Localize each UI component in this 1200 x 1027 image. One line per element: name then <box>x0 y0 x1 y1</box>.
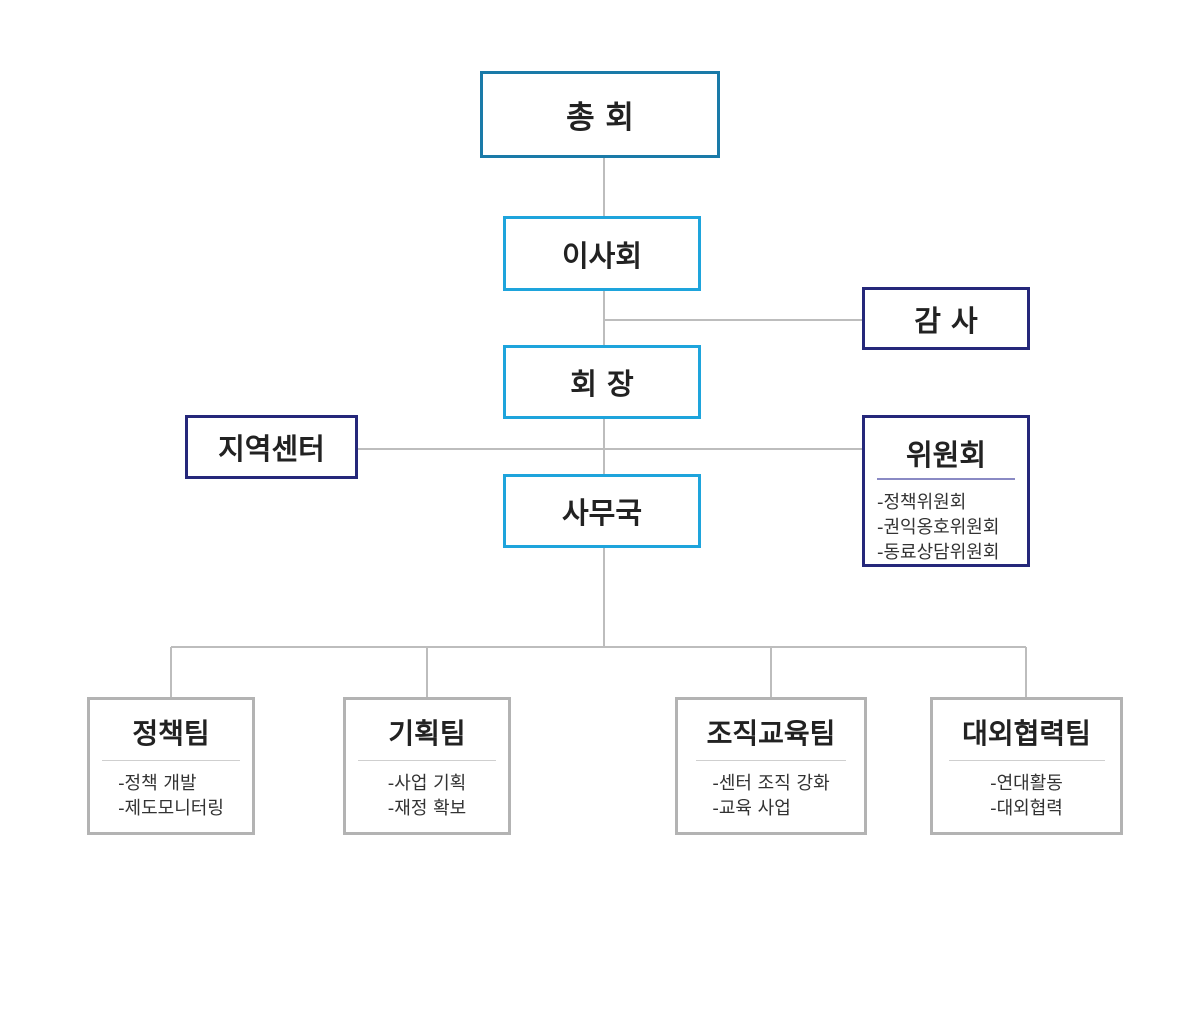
team-items: -사업 기획 -재정 확보 <box>388 761 466 821</box>
general-assembly-label: 총 회 <box>566 100 634 136</box>
regional-center-label: 지역센터 <box>218 432 325 466</box>
team-box-organization: 조직교육팀 -센터 조직 강화 -교육 사업 <box>675 697 867 835</box>
team-item: -제도모니터링 <box>118 798 224 819</box>
team-items: -연대활동 -대외협력 <box>990 761 1063 821</box>
board-label: 이사회 <box>561 238 643 273</box>
team-title: 대외협력팀 <box>948 700 1105 761</box>
committee-items: -정책위원회 -권익옹호위원회 -동료상담위원회 <box>865 480 1027 565</box>
team-item: -재정 확보 <box>387 798 467 819</box>
team-title: 기획팀 <box>358 700 496 761</box>
board-box: 이사회 <box>503 216 701 291</box>
committee-item: -동료상담위원회 <box>877 542 1000 563</box>
team-item: -대외협력 <box>990 798 1063 819</box>
team-item: -연대활동 <box>990 773 1063 794</box>
secretariat-label: 사무국 <box>561 496 643 530</box>
president-box: 회 장 <box>503 345 701 419</box>
team-item: -사업 기획 <box>387 773 467 794</box>
team-item: -정책 개발 <box>118 773 197 794</box>
auditor-label: 감 사 <box>914 303 978 338</box>
general-assembly-box: 총 회 <box>480 71 720 158</box>
regional-center-box: 지역센터 <box>185 415 358 479</box>
team-items: -정책 개발 -제도모니터링 <box>118 761 224 821</box>
team-title: 조직교육팀 <box>696 700 846 761</box>
committee-item: -정책위원회 <box>877 492 967 513</box>
team-title: 정책팀 <box>102 700 240 761</box>
team-box-external: 대외협력팀 -연대활동 -대외협력 <box>930 697 1123 835</box>
team-box-policy: 정책팀 -정책 개발 -제도모니터링 <box>87 697 255 835</box>
president-label: 회 장 <box>570 367 634 401</box>
team-item: -센터 조직 강화 <box>712 773 830 794</box>
team-box-planning: 기획팀 -사업 기획 -재정 확보 <box>343 697 511 835</box>
team-items: -센터 조직 강화 -교육 사업 <box>712 761 829 821</box>
team-item: -교육 사업 <box>712 798 791 819</box>
auditor-box: 감 사 <box>862 287 1030 350</box>
committee-item: -권익옹호위원회 <box>877 517 1000 538</box>
committee-box: 위원회 -정책위원회 -권익옹호위원회 -동료상담위원회 <box>862 415 1030 567</box>
committee-title: 위원회 <box>877 432 1015 480</box>
secretariat-box: 사무국 <box>503 474 701 548</box>
